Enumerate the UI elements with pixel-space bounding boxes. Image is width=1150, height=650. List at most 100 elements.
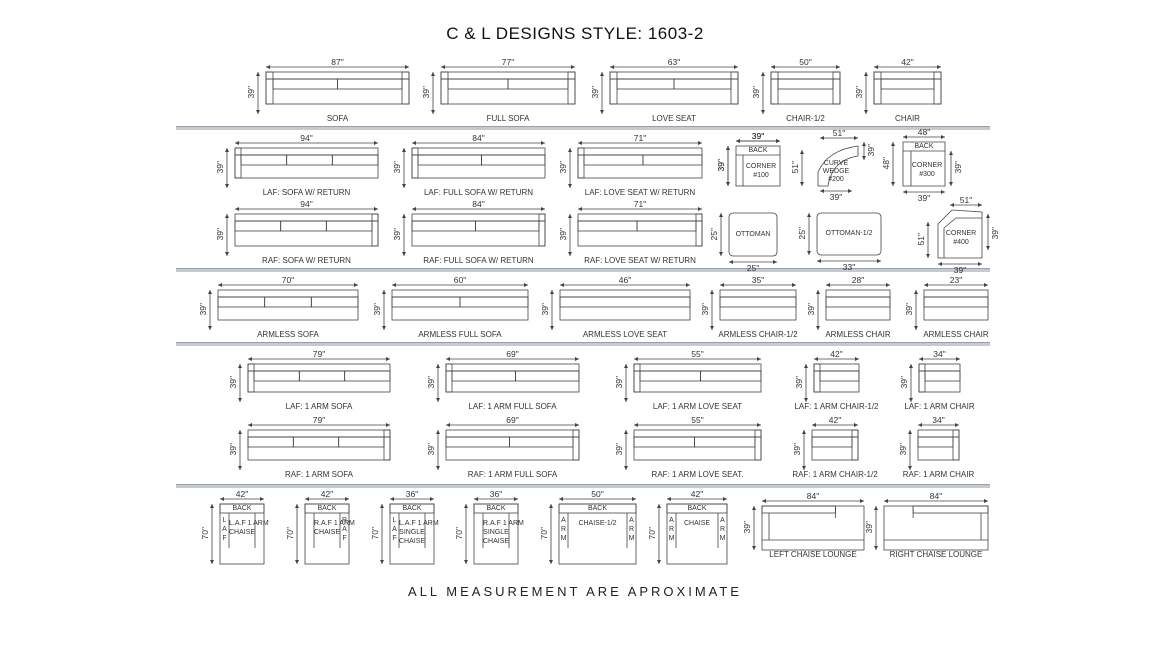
piece-label: RAF: 1 ARM SOFA xyxy=(284,470,353,479)
height-dimension: 48" xyxy=(880,157,891,170)
arrowhead xyxy=(816,290,820,294)
arrowhead xyxy=(924,283,928,287)
piece-label: ARMLESS LOVE SEAT xyxy=(582,330,668,339)
height-dimension: 70" xyxy=(646,527,657,540)
arrowhead xyxy=(698,141,702,145)
seat-base xyxy=(873,78,942,105)
arrowhead xyxy=(624,398,628,402)
seat-cushion xyxy=(577,220,638,232)
seat-cushion xyxy=(240,154,288,166)
furniture-drawing xyxy=(436,423,580,470)
right-arm xyxy=(695,213,703,247)
arrowhead xyxy=(238,398,242,402)
height-dimension: 70" xyxy=(284,527,295,540)
arrowhead xyxy=(524,283,528,287)
arrowhead xyxy=(235,141,239,145)
arrowhead xyxy=(723,497,727,501)
right-arm xyxy=(538,213,546,247)
inner-label: CHAISE xyxy=(483,538,510,545)
arrowhead xyxy=(802,466,806,470)
width-dimension: 77" xyxy=(501,57,515,67)
left-arm xyxy=(609,71,618,105)
back-rail xyxy=(873,71,942,80)
arrowhead xyxy=(248,357,252,361)
arrowhead xyxy=(436,398,440,402)
arrowhead xyxy=(634,423,638,427)
seat-base xyxy=(577,220,703,247)
arrowhead xyxy=(812,423,816,427)
width-dimension: 94" xyxy=(300,199,313,209)
furniture-drawing xyxy=(382,283,529,330)
left-arm xyxy=(247,363,255,393)
arrowhead xyxy=(549,560,553,564)
arrowhead xyxy=(441,65,445,69)
seat-cushion xyxy=(391,296,461,308)
arrowhead xyxy=(874,65,878,69)
piece-label: ARMLESS CHAIR-1/2 xyxy=(718,330,798,339)
piece-label: RAF: 1 ARM CHAIR-1/2 xyxy=(792,470,878,479)
left-arm xyxy=(577,147,585,179)
arrowhead xyxy=(541,141,545,145)
arrowhead xyxy=(295,560,299,564)
seat-cushion xyxy=(272,78,338,90)
seat-base xyxy=(633,370,762,393)
ottoman-outline xyxy=(816,212,882,256)
height-dimension-2: 39" xyxy=(952,161,963,174)
arrowhead xyxy=(800,182,804,186)
arrowhead xyxy=(937,65,941,69)
seat-cushion xyxy=(264,296,312,308)
row-divider xyxy=(176,342,990,346)
furniture-drawing xyxy=(752,499,865,551)
seat-base xyxy=(234,220,379,247)
arrowhead xyxy=(430,497,434,501)
arrowhead xyxy=(474,497,478,501)
back-rail xyxy=(923,289,989,298)
arrowhead xyxy=(390,497,394,501)
piece-label: ARMLESS SOFA xyxy=(257,330,319,339)
width-dimension: 70" xyxy=(281,275,295,285)
furniture-drawing xyxy=(225,207,379,256)
furniture-drawing xyxy=(891,135,953,194)
arrowhead xyxy=(560,283,564,287)
seat-cushion xyxy=(636,220,697,232)
width-dimension: 23" xyxy=(949,275,963,285)
width-dimension-2: 39" xyxy=(829,192,843,202)
arrowhead xyxy=(955,423,959,427)
piece-label: ARMLESS CHAIR xyxy=(825,330,891,339)
piece-label: RAF: SOFA W/ RETURN xyxy=(262,256,351,265)
inner-label: BACK xyxy=(402,505,422,512)
furniture-drawing xyxy=(804,357,860,402)
arrowhead xyxy=(568,214,572,218)
left-arm xyxy=(440,71,449,105)
height-dimension: 39" xyxy=(613,443,624,456)
piece-label: LAF: 1 ARM SOFA xyxy=(285,402,353,411)
width-dimension: 34" xyxy=(932,415,945,425)
piece-label: LAF: FULL SOFA W/ RETURN xyxy=(423,188,534,197)
furniture-drawing xyxy=(431,65,576,114)
back-rail xyxy=(770,71,841,80)
height-dimension: 51" xyxy=(915,233,926,246)
left-arm xyxy=(918,363,926,393)
width-dimension: 69" xyxy=(506,349,519,359)
width-dimension: 42" xyxy=(830,349,843,359)
arrowhead xyxy=(914,290,918,294)
furniture-laf-full-sofa-return: 84"39"LAF: FULL SOFA W/ RETURN xyxy=(392,134,565,208)
width-dimension: 84" xyxy=(472,133,485,143)
arrowhead xyxy=(854,136,858,140)
arrowhead xyxy=(864,72,868,76)
height-dimension: 39" xyxy=(791,443,802,456)
row-divider xyxy=(176,268,990,272)
back-rail xyxy=(559,289,691,298)
width-dimension: 94" xyxy=(300,133,313,143)
back-rail xyxy=(912,505,989,514)
inner-label: #400 xyxy=(953,239,969,246)
height-dimension: 39" xyxy=(613,376,624,389)
height-dimension: 39" xyxy=(853,86,864,99)
arrowhead xyxy=(978,262,982,266)
arrowhead xyxy=(814,357,818,361)
arrowhead xyxy=(726,182,730,186)
back-rail xyxy=(445,363,580,372)
height-dimension: 39" xyxy=(897,443,908,456)
